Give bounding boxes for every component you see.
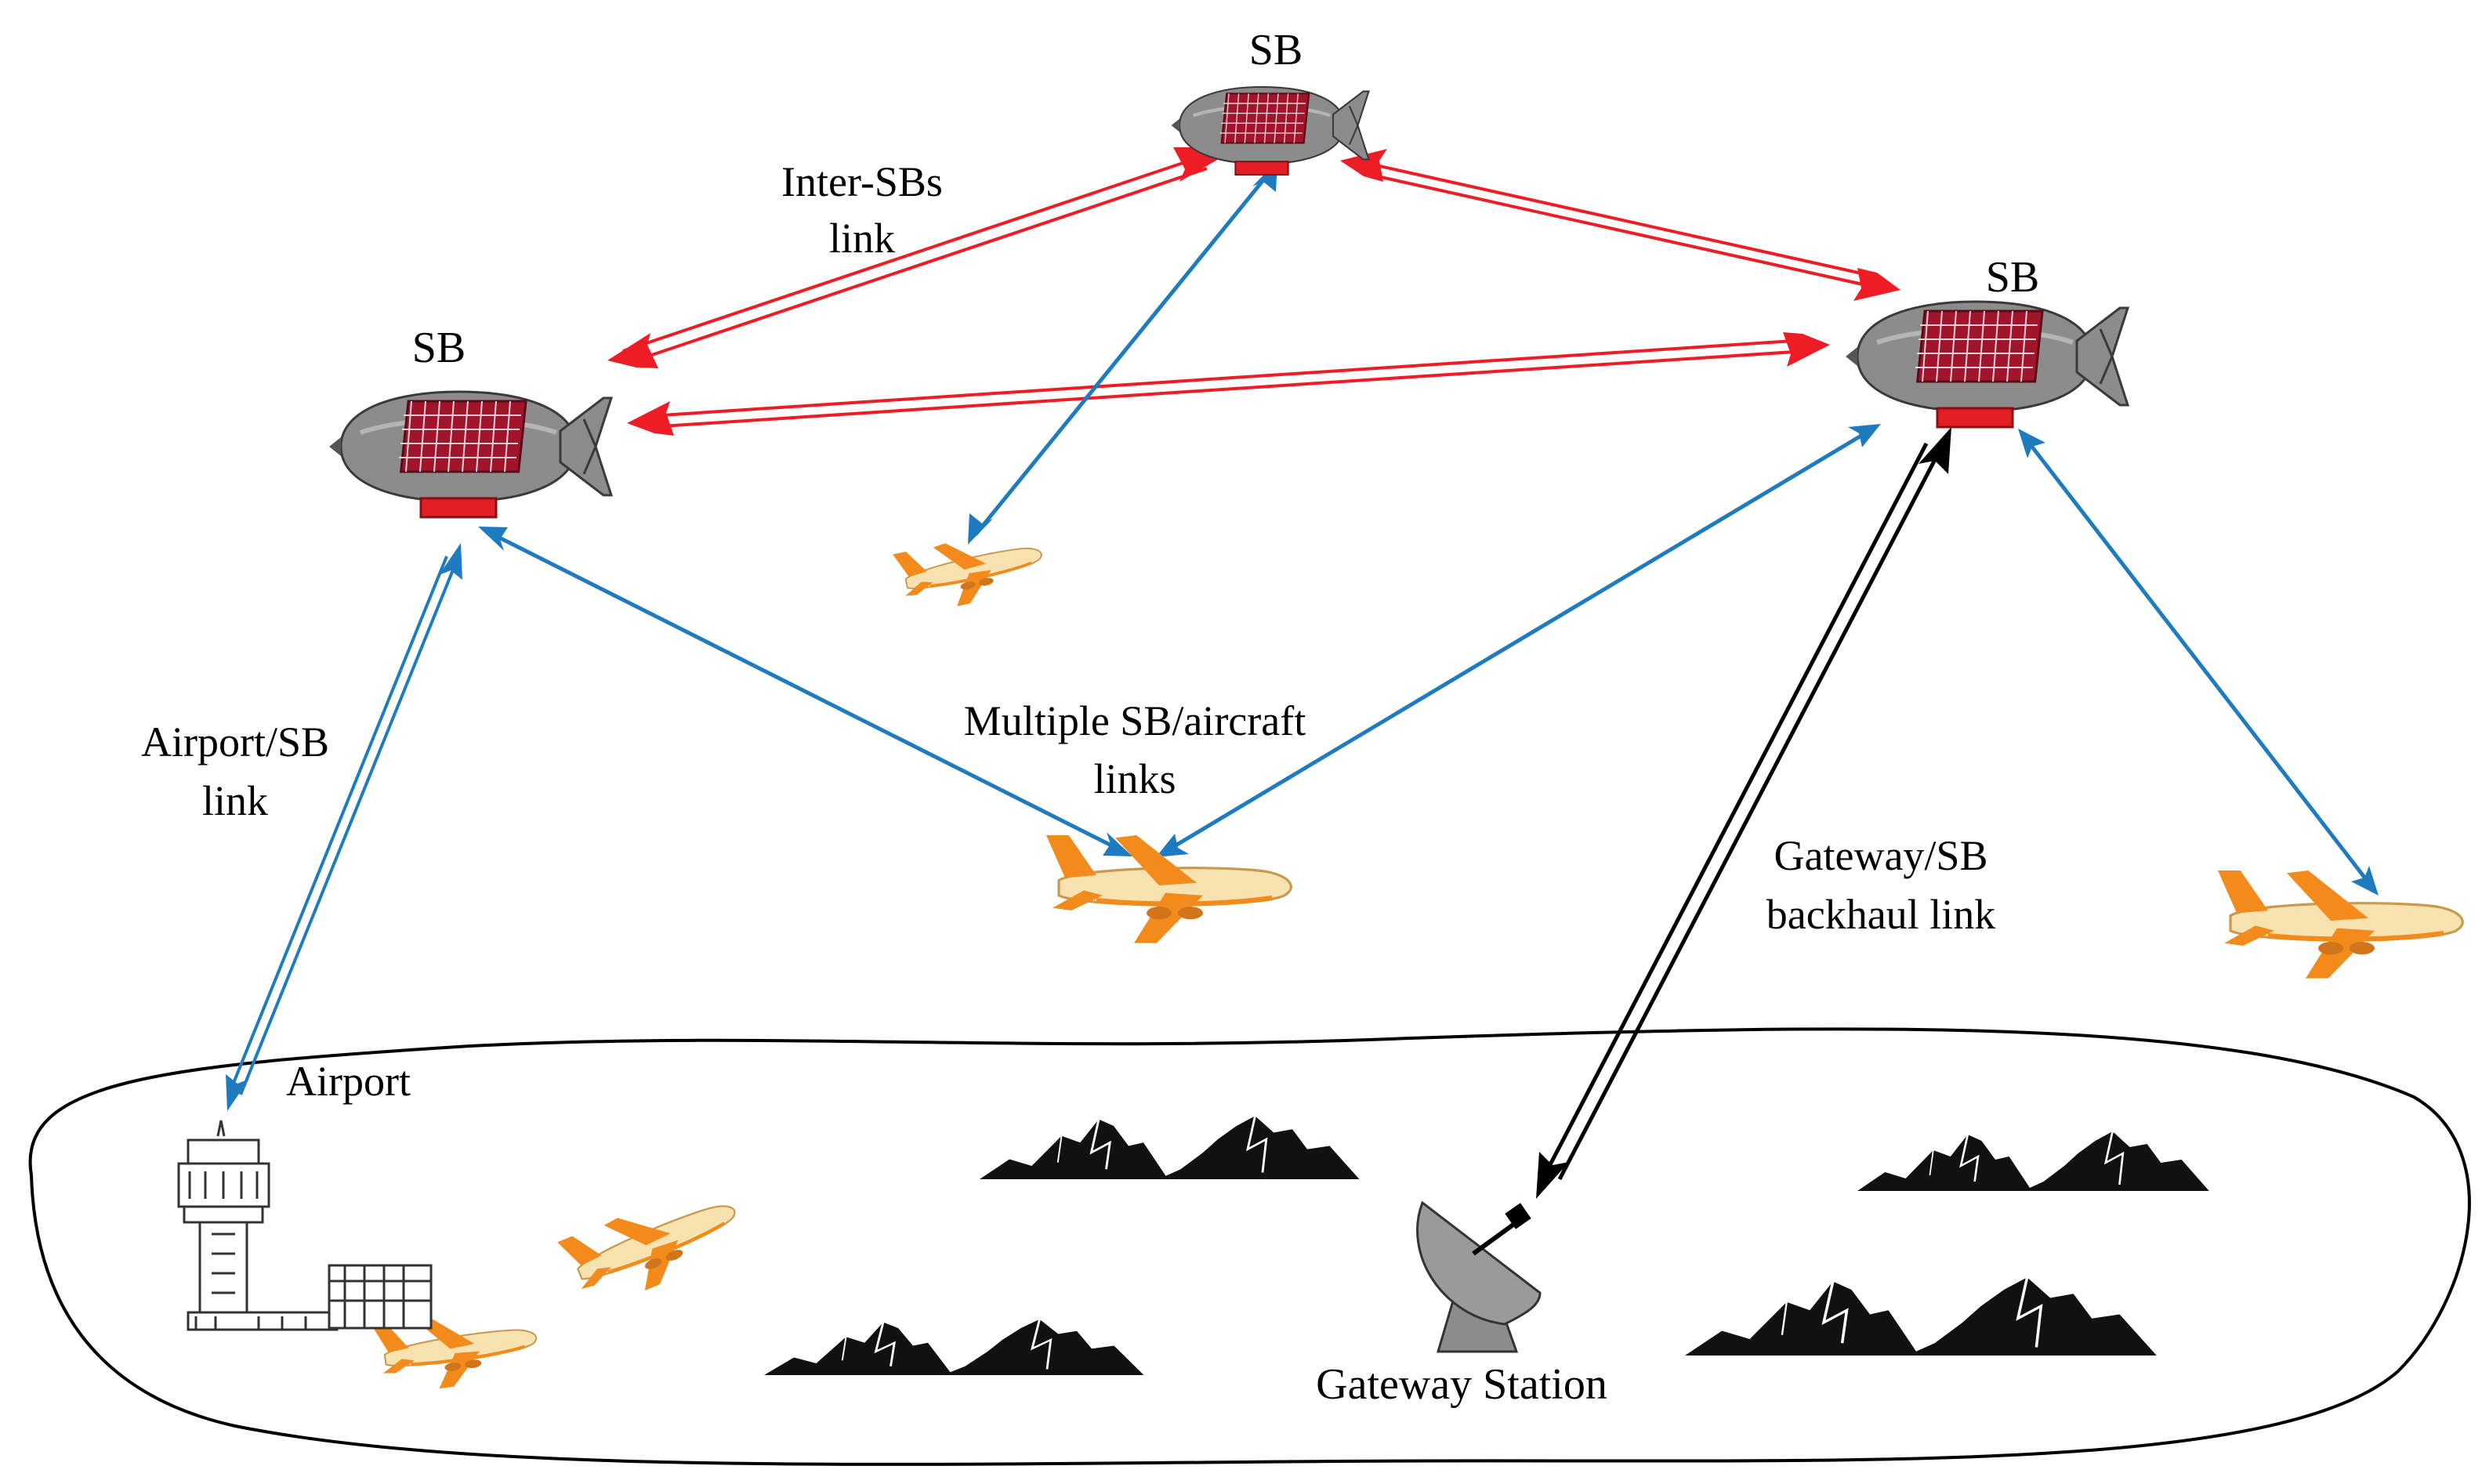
control-tower-icon — [177, 1120, 339, 1331]
gateway-station-label: Gateway Station — [1316, 1360, 1607, 1409]
terminal-building-icon — [328, 1264, 433, 1330]
airport-link-label-line2: link — [202, 777, 268, 824]
multi-link-label-line1: Multiple SB/aircraft — [964, 697, 1306, 744]
aircraft-airport-takeoff-icon — [557, 1176, 749, 1314]
inter-sb-links — [607, 147, 1900, 436]
backhaul-label-line2: backhaul link — [1766, 891, 1995, 938]
satellite-dish-icon — [1416, 1200, 1542, 1353]
multi-link-label-line2: links — [1093, 755, 1176, 802]
aircraft-link-arrowheads — [478, 161, 2379, 896]
mountains-top-center-icon — [978, 1114, 1361, 1181]
sb-left-label: SB — [412, 324, 466, 372]
mountains-top-right-icon — [1856, 1130, 2211, 1193]
sb-right-label: SB — [1986, 253, 2040, 302]
backhaul-label-line1: Gateway/SB — [1774, 832, 1988, 879]
aircraft-right-icon — [2218, 870, 2462, 979]
backhaul-link-arrowheads — [1536, 427, 1951, 1199]
inter-link-label-line1: Inter-SBs — [781, 158, 943, 205]
aircraft-links — [488, 171, 2372, 887]
airport-link-label-line1: Airport/SB — [141, 718, 329, 766]
ground-region-outline — [28, 1027, 2471, 1466]
mountains-bottom-left-icon — [763, 1318, 1145, 1377]
sb-right-airship-icon — [1846, 302, 2128, 427]
airport-sb-link-arrowheads — [226, 543, 462, 1111]
airport-sb-link — [229, 556, 458, 1095]
airport-label: Airport — [286, 1058, 411, 1105]
mountains-bottom-right-icon — [1683, 1276, 2158, 1357]
sb-left-airship-icon — [329, 392, 611, 517]
backhaul-link — [1544, 442, 1942, 1181]
sb-top-label: SB — [1249, 26, 1303, 74]
inter-link-label-line2: link — [829, 215, 895, 262]
